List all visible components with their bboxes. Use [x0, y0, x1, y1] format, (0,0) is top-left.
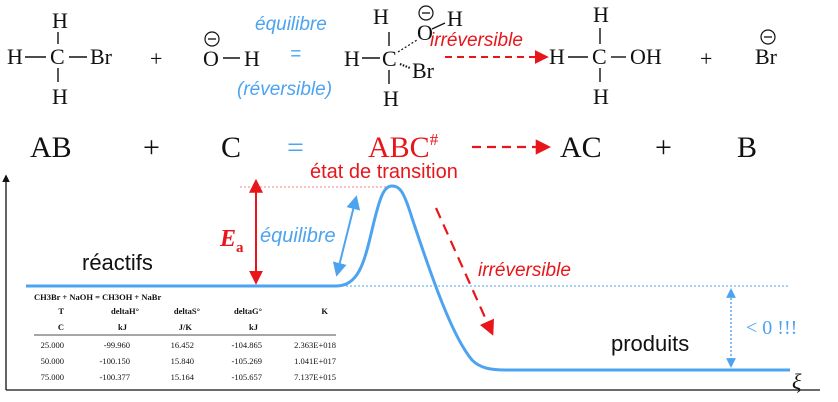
energy-curve [26, 184, 790, 372]
reactants-label: réactifs [82, 250, 153, 275]
atom-h: H [447, 6, 463, 31]
table-cell: -99.960 [104, 340, 130, 350]
partial-bond-line [397, 39, 418, 53]
charge-circle [760, 29, 776, 45]
table-units-row: C kJ J/K kJ [58, 322, 259, 332]
table-cell: 2.363E+018 [294, 340, 336, 350]
generic-b: B [737, 131, 757, 164]
thermo-table: CH3Br + NaOH = CH3OH + NaBr T deltaH° de… [34, 292, 336, 382]
atom-br: Br [755, 44, 778, 69]
activation-energy-label: Ea [219, 226, 244, 256]
table-cell: -105.269 [232, 356, 262, 366]
ea-subscript: a [236, 240, 244, 256]
table-cell: -105.657 [232, 372, 262, 382]
generic-plus: + [655, 131, 672, 164]
products-label: produits [611, 331, 689, 356]
atom-br: Br [90, 44, 113, 69]
atom-h: H [7, 44, 23, 69]
table-row: 25.000 -99.960 16.452 -104.865 2.363E+01… [41, 340, 336, 350]
xi-symbol: ξ [792, 369, 802, 394]
table-unit-cell: kJ [249, 322, 259, 332]
reaction-equation: H H C Br H + O H équilibre = (réversible… [7, 2, 778, 111]
table-cell: 16.452 [171, 340, 194, 350]
table-cell: 15.164 [171, 372, 195, 382]
generic-abc-label: ABC [368, 131, 430, 164]
atom-h: H [344, 46, 360, 71]
generic-c: C [221, 131, 241, 164]
atom-c: C [592, 44, 607, 69]
table-cell: -100.377 [100, 372, 130, 382]
table-cell: 75.000 [41, 372, 64, 382]
generic-abc-hash: # [430, 130, 439, 149]
reversible-text: (réversible) [237, 79, 332, 100]
atom-o: O [417, 20, 433, 45]
table-row: 50.000 -100.150 15.840 -105.269 1.041E+0… [41, 356, 336, 366]
irreversible-diagram-arrow [434, 207, 494, 336]
atom-c: C [382, 46, 397, 71]
table-header-cell: deltaG° [234, 306, 262, 316]
table-header-cell: T [58, 306, 64, 316]
table-unit-cell: C [58, 322, 64, 332]
plus-sign: + [700, 46, 712, 71]
table-header-cell: deltaS° [174, 306, 200, 316]
equilibrium-arrow [332, 195, 361, 277]
methyl-bromide-structure: H H C Br H [7, 8, 113, 109]
generic-equals: = [287, 131, 304, 164]
group-oh: OH [630, 44, 662, 69]
table-cell: 7.137E+015 [294, 372, 336, 382]
irreversible-diagram-label: irréversible [478, 260, 571, 281]
equilibrium-label: équilibre = (réversible) [237, 14, 332, 100]
charge-circle [418, 5, 434, 21]
atom-br: Br [412, 58, 435, 83]
ea-symbol: E [219, 226, 236, 252]
bromide-ion: Br [755, 29, 778, 69]
table-unit-cell: kJ [118, 322, 128, 332]
atom-h: H [244, 46, 260, 71]
atom-h: H [52, 84, 68, 109]
table-cell: 50.000 [41, 356, 64, 366]
hydroxide-structure: O H [203, 31, 260, 71]
table-cell: 1.041E+017 [294, 356, 336, 366]
table-cell: -100.150 [100, 356, 130, 366]
charge-circle [204, 31, 220, 47]
wedge-bond-line [399, 62, 411, 70]
equilibre-text: équilibre [255, 14, 327, 35]
table-header-row: T deltaH° deltaS° deltaG° K [58, 306, 328, 316]
table-unit-cell: J/K [179, 322, 193, 332]
bond-line [431, 22, 446, 30]
generic-plus: + [143, 131, 160, 164]
atom-h: H [373, 4, 389, 29]
table-cell: 15.840 [171, 356, 194, 366]
table-header-cell: deltaH° [111, 306, 139, 316]
atom-c: C [50, 44, 65, 69]
negative-delta-label: < 0 !!! [746, 317, 797, 339]
transition-state-structure: H O H H C H Br [344, 4, 463, 111]
energy-plot: ξ Ea état de transition équilibre réacti… [2, 161, 820, 394]
atom-h: H [593, 84, 609, 109]
table-title: CH3Br + NaOH = CH3OH + NaBr [34, 292, 161, 302]
atom-h: H [593, 2, 609, 27]
table-row: 75.000 -100.377 15.164 -105.657 7.137E+0… [41, 372, 336, 382]
atom-h: H [383, 86, 399, 111]
equals-sign: = [290, 44, 301, 65]
table-cell: 25.000 [41, 340, 64, 350]
generic-equation: AB + C = ABC# AC + B [30, 130, 757, 164]
generic-abc: ABC# [368, 130, 439, 164]
atom-h: H [52, 8, 68, 33]
generic-ac: AC [560, 131, 602, 164]
table-cell: -104.865 [232, 340, 262, 350]
equilibrium-diagram-label: équilibre [260, 225, 336, 247]
atom-h: H [549, 44, 565, 69]
irreversible-text: irréversible [430, 30, 523, 51]
methanol-structure: H H C H OH [549, 2, 662, 109]
transition-state-label: état de transition [310, 161, 458, 183]
plus-sign: + [150, 46, 162, 71]
atom-o: O [203, 46, 219, 71]
table-header-cell: K [321, 306, 328, 316]
generic-ab: AB [30, 131, 72, 164]
